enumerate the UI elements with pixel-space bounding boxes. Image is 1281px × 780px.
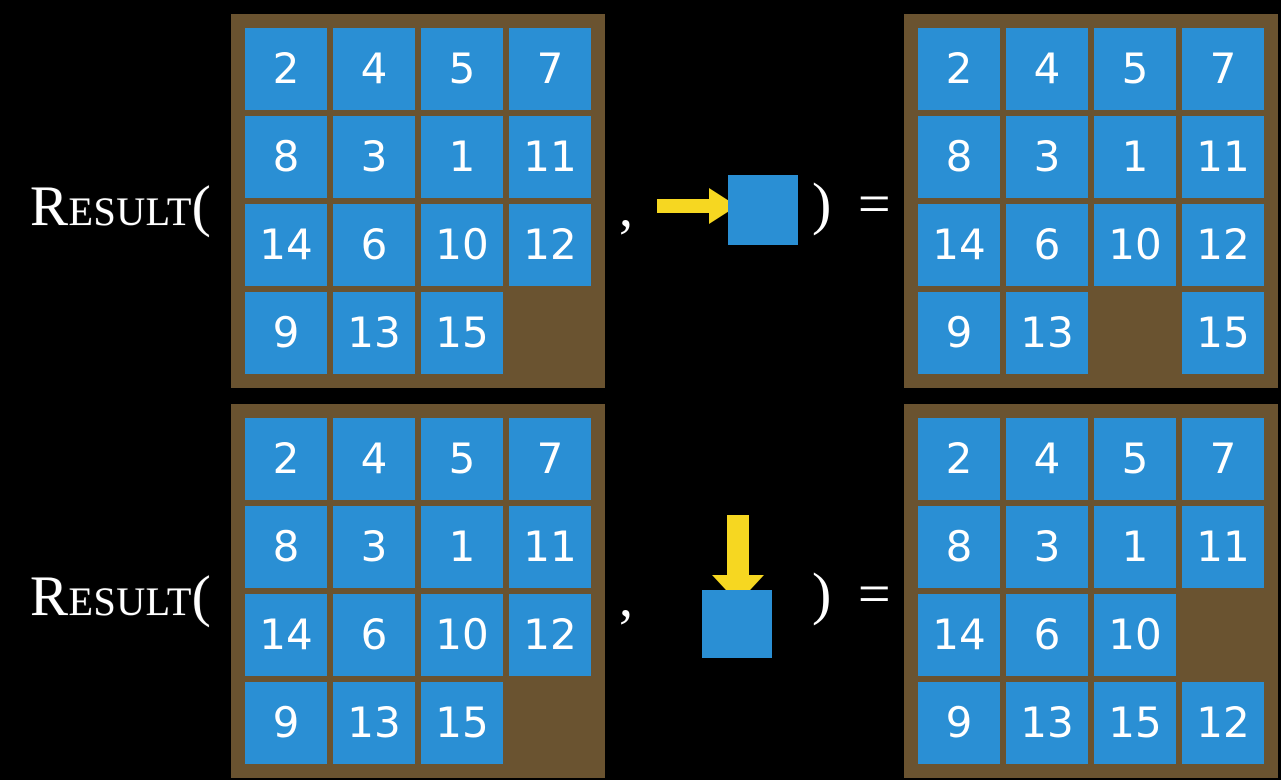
tile[interactable]: 3 <box>1006 116 1088 198</box>
operand-tile-row-1 <box>728 175 798 245</box>
tile[interactable]: 5 <box>1094 418 1176 500</box>
tile[interactable]: 13 <box>333 292 415 374</box>
tile[interactable]: 3 <box>333 116 415 198</box>
tile[interactable]: 2 <box>245 418 327 500</box>
tile[interactable]: 6 <box>333 204 415 286</box>
tile[interactable]: 3 <box>1006 506 1088 588</box>
tile[interactable]: 15 <box>421 682 503 764</box>
tile[interactable]: 10 <box>421 204 503 286</box>
arrow-down-icon <box>712 515 764 603</box>
tile[interactable]: 13 <box>333 682 415 764</box>
tile[interactable]: 8 <box>918 506 1000 588</box>
tile[interactable]: 6 <box>1006 204 1088 286</box>
tile[interactable]: 4 <box>1006 28 1088 110</box>
input-board-row-1: 2 4 5 7 8 3 1 11 14 6 10 12 9 13 15 <box>231 14 605 388</box>
tile[interactable]: 1 <box>421 506 503 588</box>
tile[interactable]: 11 <box>1182 116 1264 198</box>
argument-separator-row-2: , <box>619 567 633 629</box>
arrow-right-icon <box>657 188 737 224</box>
tile[interactable]: 13 <box>1006 682 1088 764</box>
tile[interactable]: 2 <box>918 28 1000 110</box>
tile[interactable]: 14 <box>918 594 1000 676</box>
board-grid: 2 4 5 7 8 3 1 11 14 6 10 12 9 13 15 <box>245 418 591 764</box>
argument-separator-row-1: , <box>619 177 633 239</box>
close-paren-equals-row-2: ) = <box>812 561 897 626</box>
board-grid: 2 4 5 7 8 3 1 11 14 6 10 12 9 13 15 <box>245 28 591 374</box>
tile[interactable]: 14 <box>245 594 327 676</box>
tile[interactable]: 15 <box>421 292 503 374</box>
tile[interactable]: 1 <box>1094 116 1176 198</box>
tile[interactable]: 14 <box>245 204 327 286</box>
tile[interactable]: 9 <box>918 292 1000 374</box>
output-board-row-1: 2 4 5 7 8 3 1 11 14 6 10 12 9 13 15 <box>904 14 1278 388</box>
result-function-label-row-2: Result( <box>30 565 212 628</box>
input-board-row-2: 2 4 5 7 8 3 1 11 14 6 10 12 9 13 15 <box>231 404 605 778</box>
tile[interactable]: 8 <box>918 116 1000 198</box>
tile[interactable]: 9 <box>245 292 327 374</box>
tile[interactable]: 12 <box>1182 682 1264 764</box>
tile[interactable]: 10 <box>421 594 503 676</box>
tile[interactable]: 12 <box>509 594 591 676</box>
tile[interactable]: 5 <box>1094 28 1176 110</box>
tile[interactable]: 5 <box>421 28 503 110</box>
tile[interactable]: 5 <box>421 418 503 500</box>
empty-slot[interactable] <box>509 292 591 374</box>
tile[interactable]: 13 <box>1006 292 1088 374</box>
tile[interactable]: 9 <box>918 682 1000 764</box>
tile[interactable]: 7 <box>509 418 591 500</box>
empty-slot[interactable] <box>1182 594 1264 676</box>
tile[interactable]: 14 <box>918 204 1000 286</box>
tile[interactable]: 7 <box>509 28 591 110</box>
close-paren-equals-row-1: ) = <box>812 171 897 236</box>
output-board-row-2: 2 4 5 7 8 3 1 11 14 6 10 9 13 15 12 <box>904 404 1278 778</box>
tile[interactable]: 12 <box>509 204 591 286</box>
tile[interactable]: 6 <box>333 594 415 676</box>
tile[interactable]: 11 <box>509 116 591 198</box>
board-grid: 2 4 5 7 8 3 1 11 14 6 10 12 9 13 15 <box>918 28 1264 374</box>
result-function-label-row-1: Result( <box>30 175 212 238</box>
empty-slot[interactable] <box>1094 292 1176 374</box>
tile[interactable]: 15 <box>1182 292 1264 374</box>
tile[interactable]: 2 <box>918 418 1000 500</box>
tile[interactable]: 11 <box>509 506 591 588</box>
tile[interactable]: 10 <box>1094 594 1176 676</box>
tile[interactable]: 2 <box>245 28 327 110</box>
tile[interactable]: 8 <box>245 116 327 198</box>
operand-tile-row-2 <box>702 590 772 658</box>
tile[interactable]: 8 <box>245 506 327 588</box>
tile[interactable]: 9 <box>245 682 327 764</box>
tile[interactable]: 12 <box>1182 204 1264 286</box>
empty-slot[interactable] <box>509 682 591 764</box>
tile[interactable]: 4 <box>333 418 415 500</box>
tile[interactable]: 3 <box>333 506 415 588</box>
tile[interactable]: 4 <box>333 28 415 110</box>
tile[interactable]: 15 <box>1094 682 1176 764</box>
tile[interactable]: 7 <box>1182 418 1264 500</box>
tile[interactable]: 10 <box>1094 204 1176 286</box>
tile[interactable]: 6 <box>1006 594 1088 676</box>
tile[interactable]: 4 <box>1006 418 1088 500</box>
board-grid: 2 4 5 7 8 3 1 11 14 6 10 9 13 15 12 <box>918 418 1264 764</box>
tile[interactable]: 11 <box>1182 506 1264 588</box>
tile[interactable]: 1 <box>421 116 503 198</box>
tile[interactable]: 1 <box>1094 506 1176 588</box>
tile[interactable]: 7 <box>1182 28 1264 110</box>
